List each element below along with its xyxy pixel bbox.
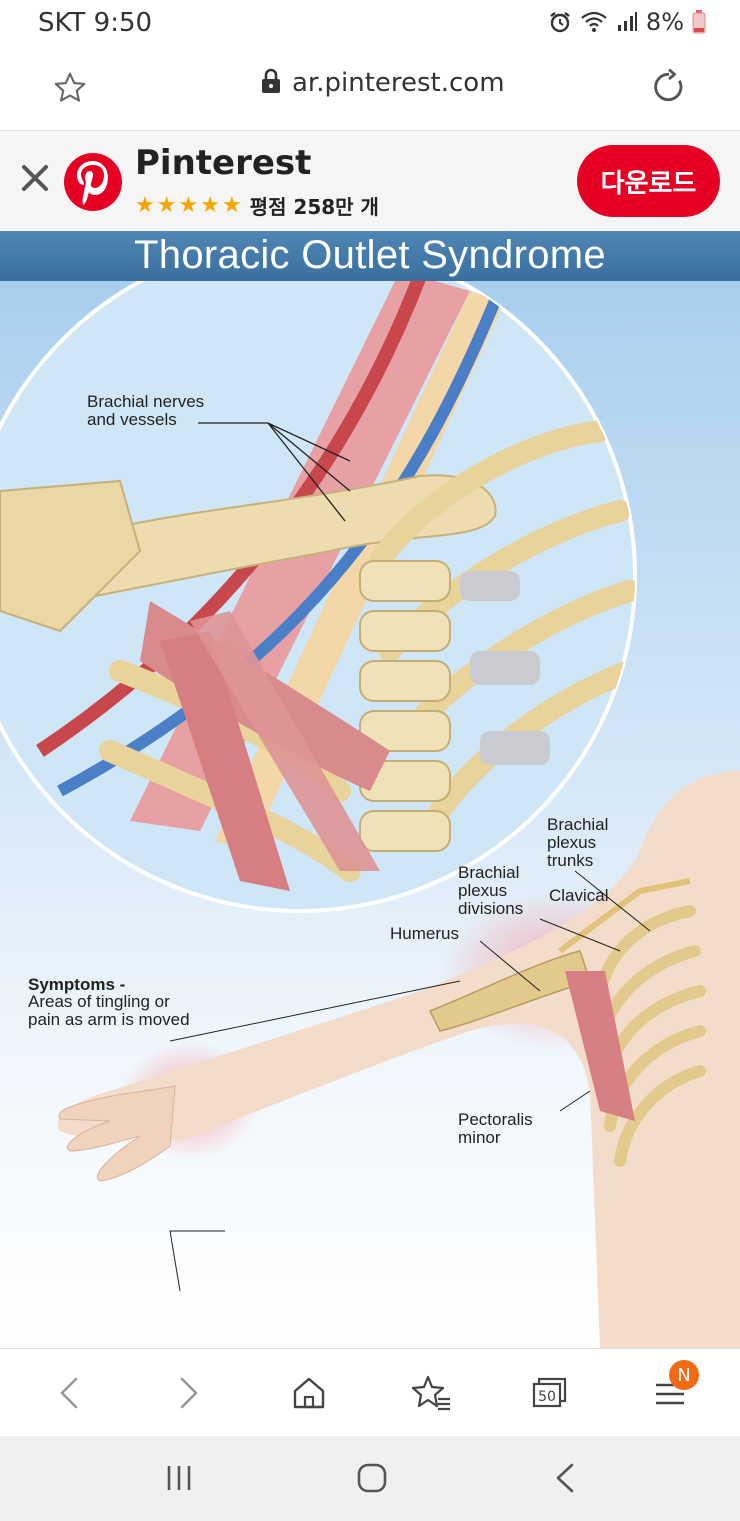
label-brachial-divisions: Brachial plexus divisions xyxy=(458,863,524,918)
download-button[interactable]: 다운로드 xyxy=(577,145,720,217)
rating-text: 평점 258만 개 xyxy=(249,195,379,219)
app-name: Pinterest xyxy=(135,143,312,183)
rating-star-icon: ★ xyxy=(135,192,155,218)
label-symptoms-heading: Symptoms - xyxy=(28,975,126,994)
lock-icon xyxy=(260,68,282,98)
carrier-time: SKT 9:50 xyxy=(38,8,153,38)
label-brachial-nerves: Brachial nerves and vessels xyxy=(87,392,205,429)
label-humerus: Humerus xyxy=(390,924,459,943)
battery-icon xyxy=(692,10,706,34)
url-field[interactable]: ar.pinterest.com xyxy=(260,68,505,98)
close-icon[interactable] xyxy=(20,163,50,197)
illustration-title-band: Thoracic Outlet Syndrome xyxy=(0,231,740,281)
home-button-icon[interactable] xyxy=(354,1460,390,1500)
label-brachial-trunks: Brachial plexus trunks xyxy=(547,815,609,870)
app-rating: ★ ★ ★ ★ ★ 평점 258만 개 xyxy=(135,191,379,220)
home-icon[interactable] xyxy=(290,1373,328,1417)
bookmark-star-icon[interactable] xyxy=(52,70,88,110)
tabs-icon[interactable]: 50 xyxy=(530,1373,570,1417)
alarm-icon xyxy=(548,10,572,34)
label-pectoralis: Pectoralis minor xyxy=(458,1110,533,1147)
label-symptoms-text: Areas of tingling or pain as arm is move… xyxy=(28,992,190,1029)
system-nav-bar xyxy=(0,1436,740,1521)
pinterest-logo-icon xyxy=(64,153,122,211)
rating-star-icon: ★ xyxy=(221,192,242,218)
app-banner: Pinterest ★ ★ ★ ★ ★ 평점 258만 개 다운로드 xyxy=(0,131,740,231)
status-bar: SKT 9:50 8% xyxy=(0,0,740,48)
anatomy-illustration xyxy=(0,239,740,1348)
illustration-title: Thoracic Outlet Syndrome xyxy=(134,233,606,277)
menu-badge: N xyxy=(669,1360,699,1390)
status-icons: 8% xyxy=(548,8,706,36)
browser-bottom-nav: 50 N xyxy=(0,1348,740,1437)
back-icon[interactable] xyxy=(54,1373,84,1417)
address-bar: ar.pinterest.com xyxy=(0,48,740,131)
recent-apps-icon[interactable] xyxy=(164,1460,194,1500)
pin-image[interactable]: Thoracic Outlet Syndrome Brachial nerves… xyxy=(0,231,740,1348)
rating-star-icon: ★ xyxy=(156,192,177,218)
closeup-anatomy xyxy=(0,271,635,891)
back-button-icon[interactable] xyxy=(550,1460,580,1500)
battery-text: 8% xyxy=(645,8,684,36)
tabs-count: 50 xyxy=(538,1389,556,1405)
reload-icon[interactable] xyxy=(650,68,688,110)
signal-icon xyxy=(616,11,638,33)
wifi-icon xyxy=(580,10,608,34)
label-clavical: Clavical xyxy=(549,886,609,905)
url-text: ar.pinterest.com xyxy=(292,68,505,98)
rating-star-icon: ★ xyxy=(200,192,220,218)
rating-star-icon: ★ xyxy=(178,192,199,218)
bookmarks-icon[interactable] xyxy=(410,1373,452,1417)
forward-icon[interactable] xyxy=(174,1373,204,1417)
